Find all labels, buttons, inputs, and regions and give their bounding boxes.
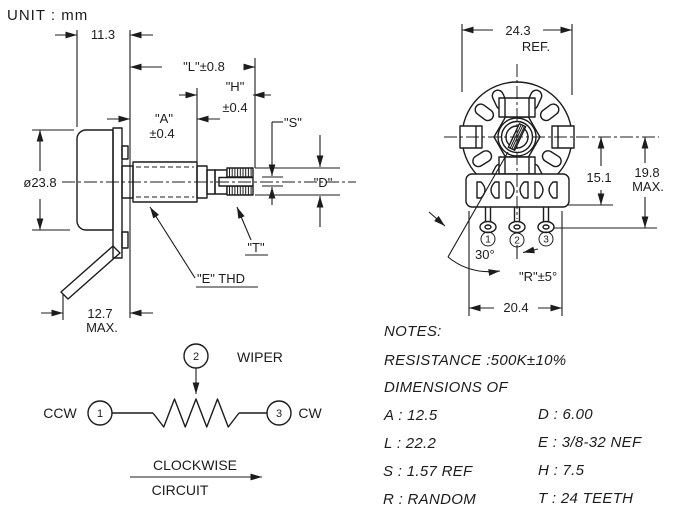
dim-pin-span (468, 211, 563, 316)
dim-lug-suffix: MAX. (86, 320, 118, 335)
notes-dimensions-heading: DIMENSIONS OF (384, 379, 508, 396)
dim-width (461, 24, 573, 95)
dim-length (130, 58, 256, 168)
note-dim-r: R : RANDOM (383, 491, 476, 508)
cw-label: CW (298, 405, 322, 421)
dim-d-label: "D" (314, 175, 333, 190)
mounting-lug (60, 245, 121, 300)
terminal-2-label: 2 (193, 351, 199, 363)
dim-a-tol-label: ±0.4 (149, 126, 174, 141)
front-pin2-label: 2 (514, 236, 520, 247)
notes-resistance: RESISTANCE :500K±10% (384, 352, 566, 369)
dim-204-label: 20.4 (503, 300, 528, 315)
ccw-label: CCW (43, 405, 77, 421)
circuit-schematic: 1 3 2 CCW CW WIPER CLOCKWISE CIRCUIT (43, 343, 322, 498)
dim-t-label: "T" (247, 240, 265, 255)
note-dim-e: E : 3/8-32 NEF (538, 434, 642, 451)
dim-198-label: 19.8 (634, 165, 659, 180)
dim-body-dia (32, 129, 74, 231)
dim-length-label: "L"±0.8 (183, 59, 225, 74)
note-dim-a: A : 12.5 (383, 407, 438, 424)
dim-198-suffix: MAX. (632, 179, 664, 194)
dim-shaft-length (179, 88, 271, 162)
dim-a-label: "A" (155, 111, 173, 126)
unit-label: UNIT : mm (7, 7, 88, 24)
dim-center-to-block (568, 137, 613, 206)
front-pin3-label: 3 (543, 235, 549, 246)
note-dim-t: T : 24 TEETH (538, 490, 633, 507)
solder-pins (479, 207, 555, 234)
terminal-1-label: 1 (97, 408, 103, 420)
dim-h-label: "H" (226, 79, 245, 94)
dim-width-label: 24.3 (505, 23, 530, 38)
knurled-shaft (218, 167, 254, 196)
front-pin1-label: 1 (485, 235, 491, 246)
angle-30-label: 30° (475, 247, 495, 262)
notes-title: NOTES: (384, 323, 442, 340)
dim-r-label: "R"±5° (519, 269, 557, 284)
dim-151-label: 15.1 (586, 170, 611, 185)
clockwise-label: CLOCKWISE (153, 457, 237, 473)
dim-depth (55, 30, 153, 318)
dim-thread (149, 206, 258, 288)
dim-teeth (236, 206, 268, 256)
front-view: 1 2 3 24.3 REF. 15.1 19.8 MAX (428, 23, 664, 316)
dim-width-suffix: REF. (522, 39, 550, 54)
terminal-openings (476, 181, 558, 199)
dim-overall (553, 137, 657, 229)
dim-shaft-dia (255, 135, 340, 227)
notes-block: NOTES: RESISTANCE :500K±10% DIMENSIONS O… (383, 323, 642, 508)
rotation-reference (428, 151, 539, 276)
circuit-label: CIRCUIT (152, 482, 209, 498)
dim-body-dia-label: ø23.8 (23, 175, 56, 190)
side-view: 11.3 "L"±0.8 "H" ±0.4 "A" ±0.4 (23, 27, 356, 335)
dim-e-label: "E" THD (197, 271, 245, 286)
threaded-bushing (132, 161, 198, 203)
note-dim-s: S : 1.57 REF (383, 463, 473, 480)
note-dim-d: D : 6.00 (538, 406, 593, 423)
note-dim-l: L : 22.2 (384, 435, 437, 452)
wiper-label: WIPER (237, 349, 283, 365)
resistor-element (152, 398, 240, 428)
dim-lug-label: 12.7 (87, 306, 112, 321)
dim-lug (41, 294, 153, 320)
dim-h-tol-label: ±0.4 (222, 100, 247, 115)
note-dim-h: H : 7.5 (538, 462, 585, 479)
terminal-3-label: 3 (276, 408, 282, 420)
dim-s-label: "S" (284, 115, 302, 130)
dim-slot-width (262, 121, 283, 205)
dim-depth-label: 11.3 (91, 27, 115, 42)
